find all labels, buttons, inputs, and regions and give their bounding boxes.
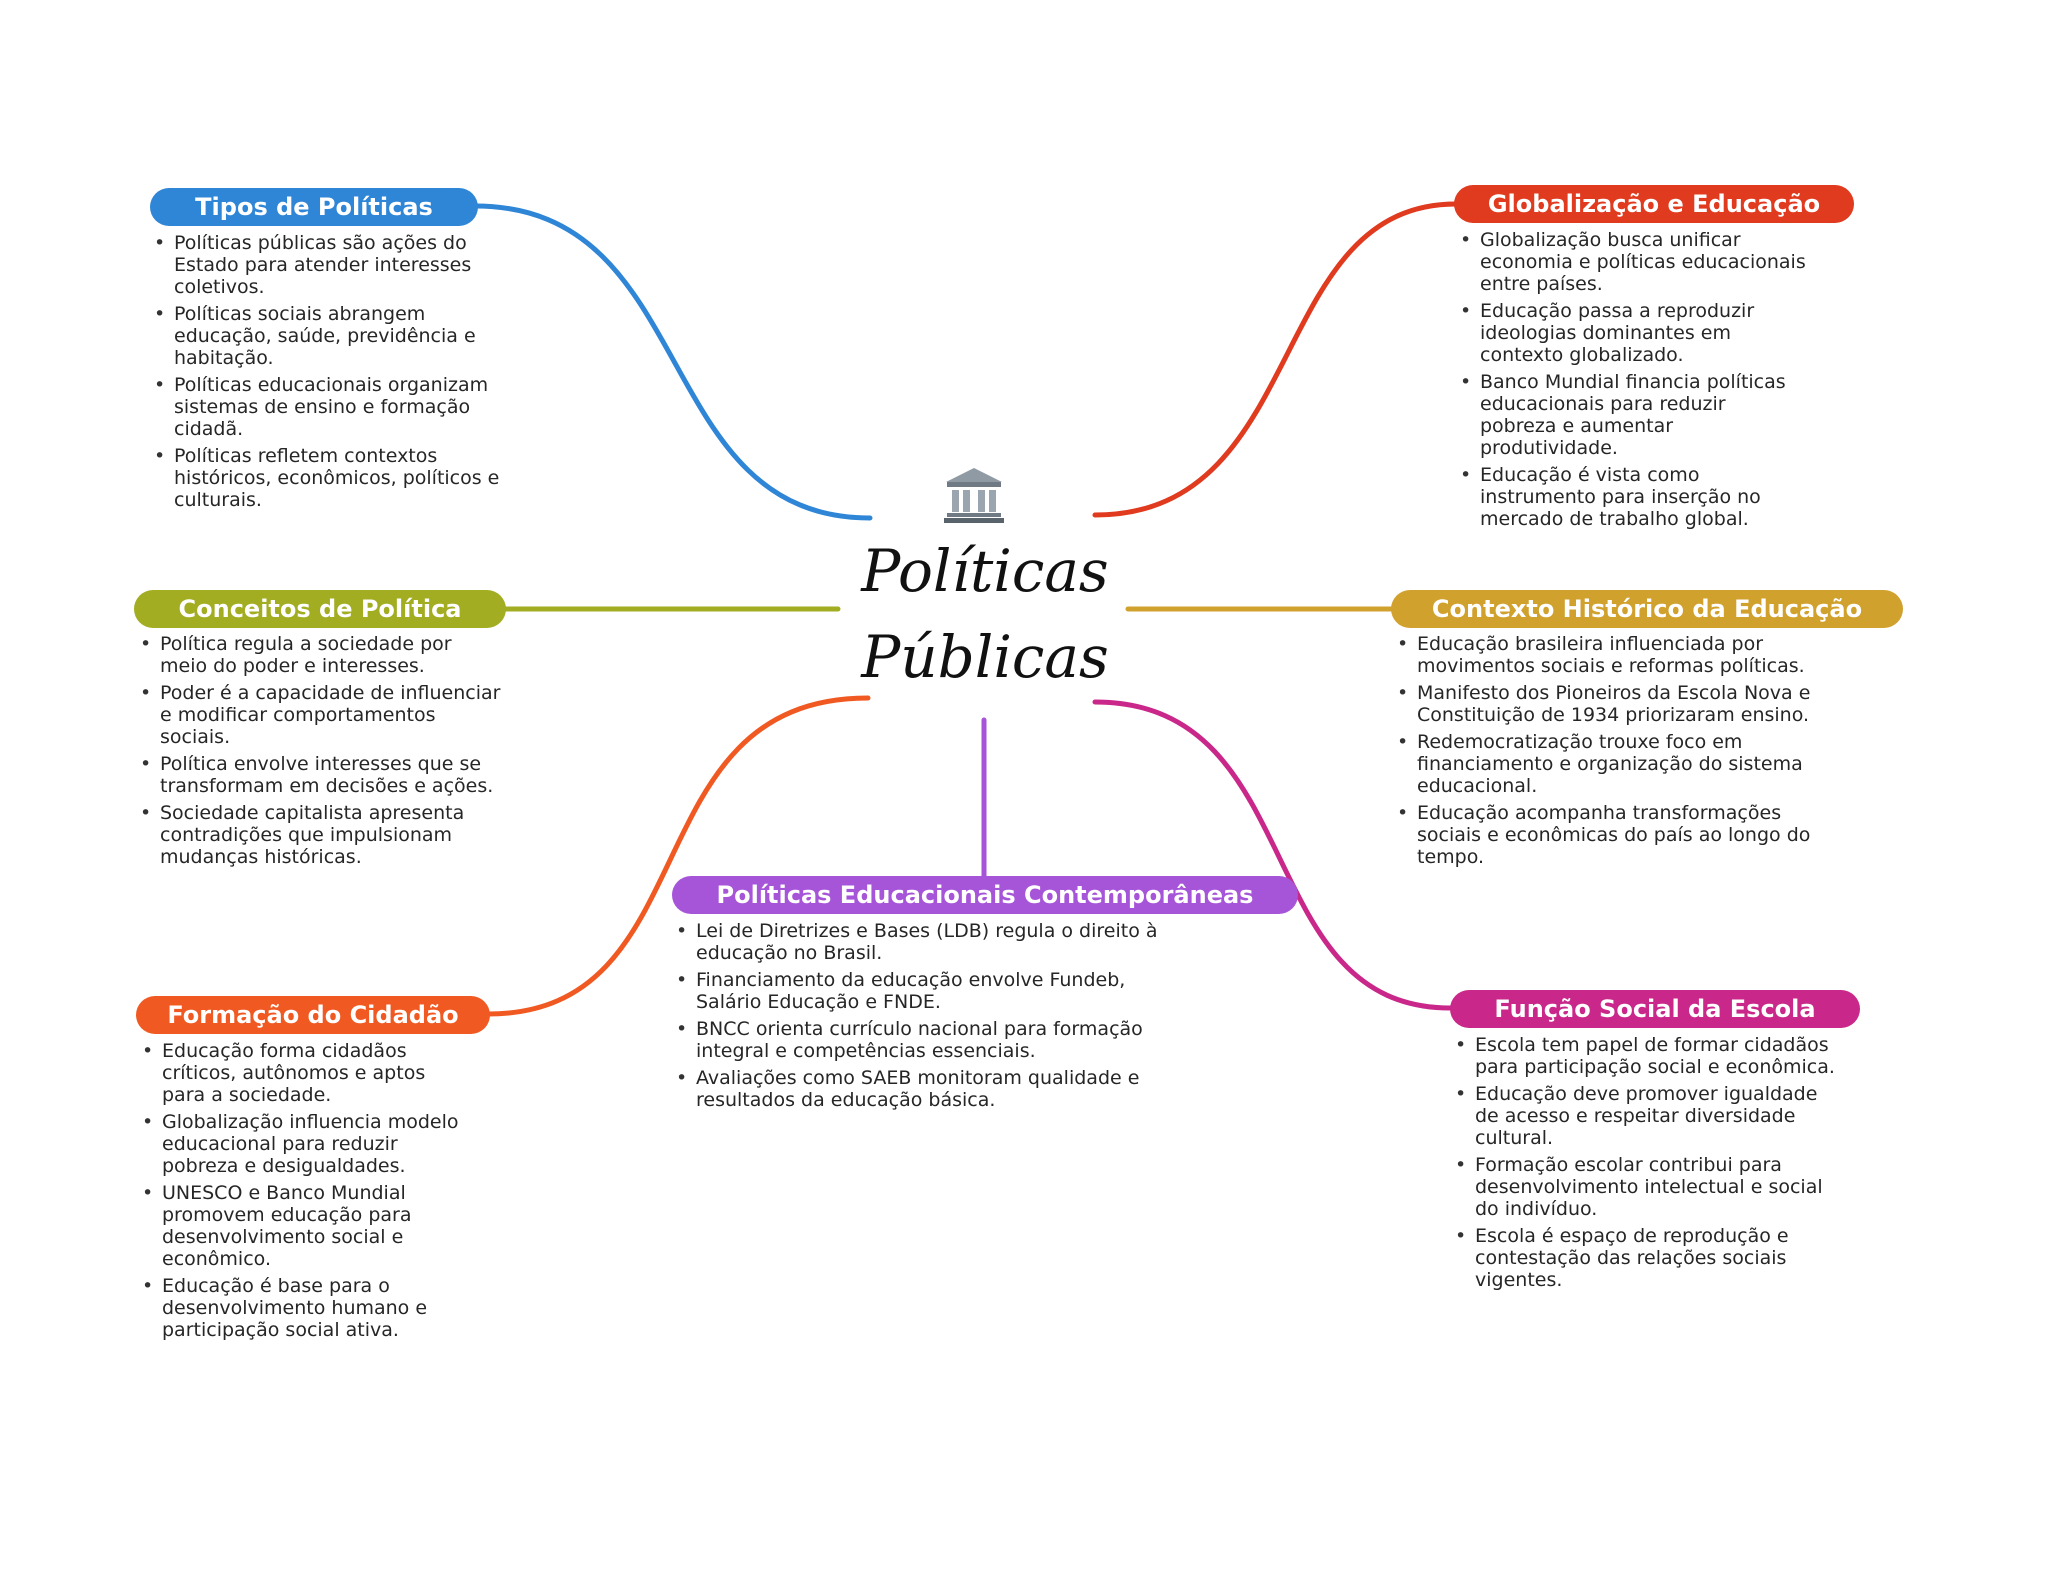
list-item: Políticas refletem contextos históricos,…	[150, 445, 500, 511]
list-item: Redemocratização trouxe foco em financia…	[1393, 731, 1843, 797]
list-item: Política envolve interesses que se trans…	[136, 753, 504, 797]
list-item: Poder é a capacidade de influenciar e mo…	[136, 682, 504, 748]
central-topic-line-1: Políticas	[861, 537, 1109, 605]
connector-funcao	[1092, 699, 1453, 1011]
branch-title-globalizacao: Globalização e Educação	[1454, 185, 1854, 223]
government-building-icon	[944, 468, 1004, 523]
branch-list-contemporaneas: Lei de Diretrizes e Bases (LDB) regula o…	[672, 920, 1192, 1116]
list-item: Políticas educacionais organizam sistema…	[150, 374, 500, 440]
list-item: Escola tem papel de formar cidadãos para…	[1451, 1034, 1841, 1078]
list-item: Avaliações como SAEB monitoram qualidade…	[672, 1067, 1192, 1111]
branch-list-formacao: Educação forma cidadãos críticos, autôno…	[138, 1040, 468, 1346]
list-item: UNESCO e Banco Mundial promovem educação…	[138, 1182, 468, 1270]
list-item: Financiamento da educação envolve Fundeb…	[672, 969, 1192, 1013]
list-item: Políticas públicas são ações do Estado p…	[150, 232, 500, 298]
list-item: Educação forma cidadãos críticos, autôno…	[138, 1040, 468, 1106]
branch-title-contemporaneas: Políticas Educacionais Contemporâneas	[672, 876, 1298, 914]
branch-title-formacao: Formação do Cidadão	[136, 996, 490, 1034]
connector-formacao	[485, 695, 871, 1017]
list-item: Educação brasileira influenciada por mov…	[1393, 633, 1843, 677]
central-topic-line-2: Públicas	[861, 623, 1109, 691]
list-item: Educação acompanha transformações sociai…	[1393, 802, 1843, 868]
list-item: Sociedade capitalista apresenta contradi…	[136, 802, 504, 868]
list-item: Educação passa a reproduzir ideologias d…	[1456, 300, 1806, 366]
list-item: Escola é espaço de reprodução e contesta…	[1451, 1225, 1841, 1291]
list-item: Globalização influencia modelo educacion…	[138, 1111, 468, 1177]
connector-tipos	[472, 203, 873, 521]
list-item: BNCC orienta currículo nacional para for…	[672, 1018, 1192, 1062]
list-item: Lei de Diretrizes e Bases (LDB) regula o…	[672, 920, 1192, 964]
central-topic-title: Políticas Públicas	[860, 528, 1110, 700]
list-item: Manifesto dos Pioneiros da Escola Nova e…	[1393, 682, 1843, 726]
list-item: Política regula a sociedade por meio do …	[136, 633, 504, 677]
branch-list-contexto: Educação brasileira influenciada por mov…	[1393, 633, 1843, 873]
branch-list-globalizacao: Globalização busca unificar economia e p…	[1456, 229, 1806, 535]
branch-title-contexto: Contexto Histórico da Educação	[1391, 590, 1903, 628]
list-item: Formação escolar contribui para desenvol…	[1451, 1154, 1841, 1220]
list-item: Educação é vista como instrumento para i…	[1456, 464, 1806, 530]
branch-list-tipos: Políticas públicas são ações do Estado p…	[150, 232, 500, 516]
list-item: Globalização busca unificar economia e p…	[1456, 229, 1806, 295]
branch-list-funcao: Escola tem papel de formar cidadãos para…	[1451, 1034, 1841, 1296]
branch-title-conceitos: Conceitos de Política	[134, 590, 506, 628]
list-item: Políticas sociais abrangem educação, saú…	[150, 303, 500, 369]
branch-list-conceitos: Política regula a sociedade por meio do …	[136, 633, 504, 873]
list-item: Educação deve promover igualdade de aces…	[1451, 1083, 1841, 1149]
list-item: Banco Mundial financia políticas educaci…	[1456, 371, 1806, 459]
connector-globalizacao	[1092, 201, 1459, 518]
branch-title-funcao: Função Social da Escola	[1450, 990, 1860, 1028]
list-item: Educação é base para o desenvolvimento h…	[138, 1275, 468, 1341]
branch-title-tipos: Tipos de Políticas	[150, 188, 478, 226]
